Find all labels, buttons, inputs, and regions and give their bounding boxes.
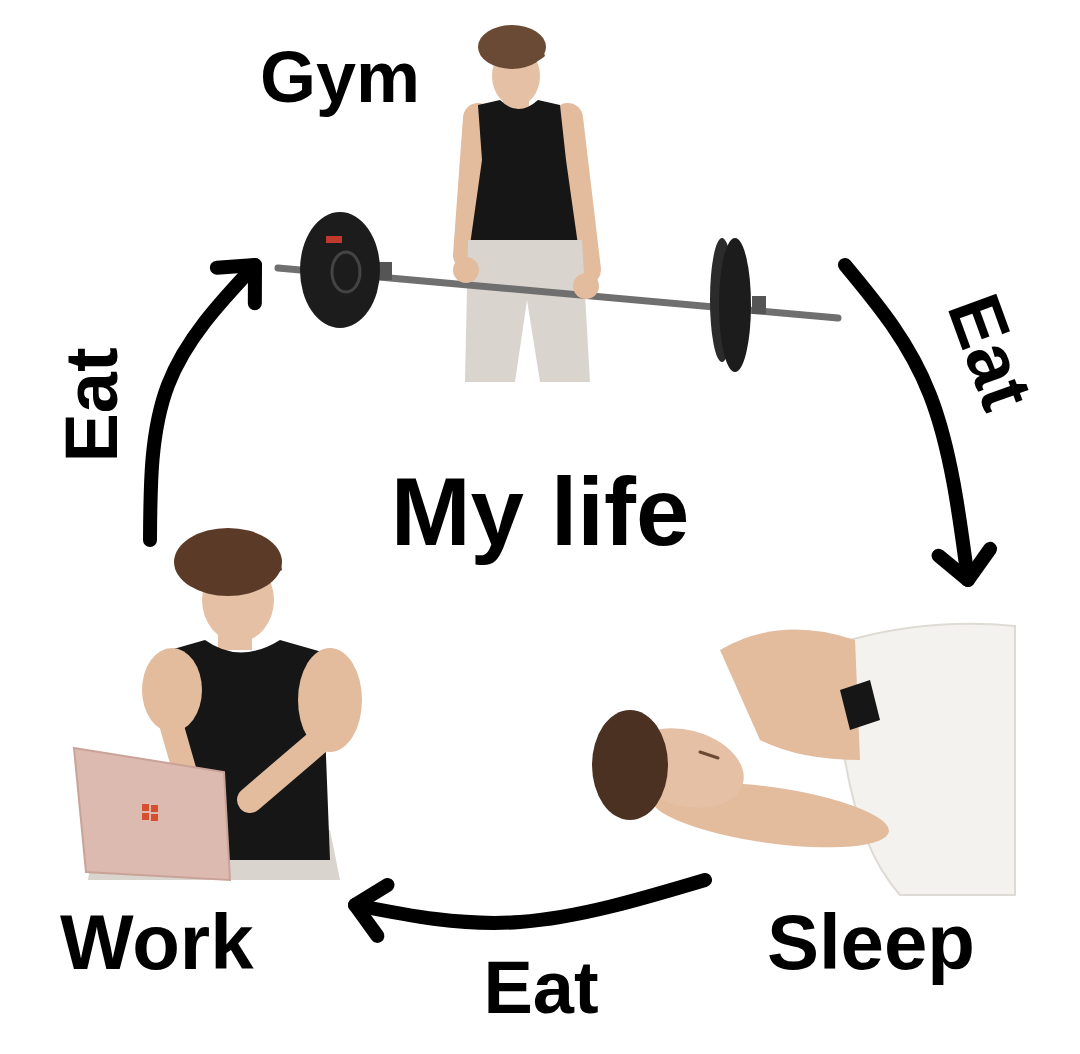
gym-figure-part: [719, 238, 751, 372]
gym-figure-part: [332, 252, 360, 292]
sleep-figure-part: [840, 680, 880, 730]
gym-figure-part: [465, 240, 590, 382]
work-figure: [74, 528, 362, 880]
gym-figure-part: [752, 296, 766, 314]
edge-label: Eat: [479, 951, 602, 1025]
gym-figure-part: [470, 100, 578, 245]
gym-figure-part: [480, 40, 545, 62]
activity-node: Work: [55, 540, 355, 990]
work-figure-part: [174, 528, 282, 596]
gym-figure-part: [573, 273, 599, 299]
work-figure-part: [250, 740, 320, 800]
activity-node: Gym: [255, 20, 845, 385]
sleep-figure-part: [592, 710, 668, 820]
gym-figure-part: [378, 262, 392, 280]
cycle-arrow: [355, 880, 705, 923]
gym-figure-part: [326, 236, 342, 243]
work-figure-part: [176, 550, 282, 581]
gym-figure-part: [453, 257, 479, 283]
work-figure-part: [74, 748, 230, 880]
laptop-logo: [142, 804, 158, 821]
edge-label: Eat: [934, 281, 1046, 422]
activity-node: Sleep: [705, 580, 1020, 990]
laptop-logo-part: [142, 813, 149, 820]
laptop-logo-part: [151, 814, 158, 821]
gym-figure-part: [478, 25, 546, 69]
activity-label: Gym: [260, 41, 420, 113]
edge-label: Eat: [55, 343, 129, 466]
sleep-figure-part: [845, 624, 1015, 895]
cycle-arrow: [150, 265, 255, 540]
activity-label: Sleep: [767, 903, 975, 981]
activity-label: Work: [60, 903, 254, 981]
diagram-title: My life: [391, 464, 690, 560]
laptop-logo-part: [151, 805, 158, 812]
laptop-logo-part: [142, 804, 149, 811]
sleep-figure-part: [720, 630, 860, 760]
sleep-figure-part: [700, 752, 718, 758]
gym-figure-part: [300, 212, 380, 328]
sleep-figure: [592, 624, 1015, 895]
